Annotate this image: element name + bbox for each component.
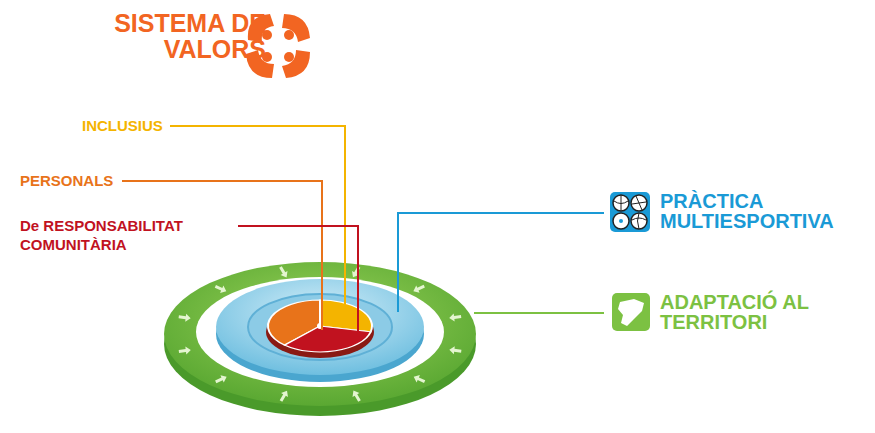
- arrow-mark: [412, 373, 426, 385]
- diagram-title: SISTEMA DE VALORS: [96, 10, 266, 63]
- arrow-mark: [178, 346, 191, 355]
- arrow-mark: [178, 313, 191, 322]
- arrow-mark: [278, 389, 291, 403]
- label-box: PRÀCTICA MULTIESPORTIVA: [660, 191, 865, 231]
- arrow-mark: [350, 265, 363, 279]
- value-label: PRÀCTICA MULTIESPORTIVA: [660, 191, 865, 231]
- multisport-ring: [216, 279, 424, 375]
- arrow-mark: [412, 283, 426, 295]
- label-box: ADAPTACIÓ AL TERRITORI: [660, 292, 865, 332]
- value-label: De RESPONSABILITAT COMUNITÀRIA: [20, 217, 225, 255]
- territory-icon: [612, 293, 650, 331]
- value-label: INCLUSIUS: [82, 117, 202, 135]
- leader-line: [474, 312, 604, 314]
- values-disc: [268, 300, 372, 352]
- label-box: INCLUSIUS: [82, 117, 202, 135]
- arrow-mark: [449, 346, 462, 355]
- ring-hole: [196, 277, 444, 387]
- arrow-mark: [214, 283, 228, 295]
- label-box: PERSONALS: [20, 172, 140, 190]
- arrow-mark: [449, 313, 462, 322]
- leader-line: [238, 226, 358, 332]
- leader-line: [122, 181, 322, 330]
- ring-inner: [248, 294, 392, 360]
- value-label: ADAPTACIÓ AL TERRITORI: [660, 292, 865, 332]
- arrow-mark: [214, 373, 228, 385]
- arrow-mark: [350, 389, 363, 403]
- multisport-icon: [610, 192, 650, 232]
- territory-ring: [164, 262, 476, 406]
- leader-line: [398, 213, 604, 312]
- label-box: De RESPONSABILITAT COMUNITÀRIA: [20, 217, 225, 255]
- arrow-mark: [277, 265, 290, 279]
- value-label: PERSONALS: [20, 172, 140, 190]
- inward-arrows: [178, 265, 461, 403]
- title-box: SISTEMA DE VALORS: [96, 10, 266, 63]
